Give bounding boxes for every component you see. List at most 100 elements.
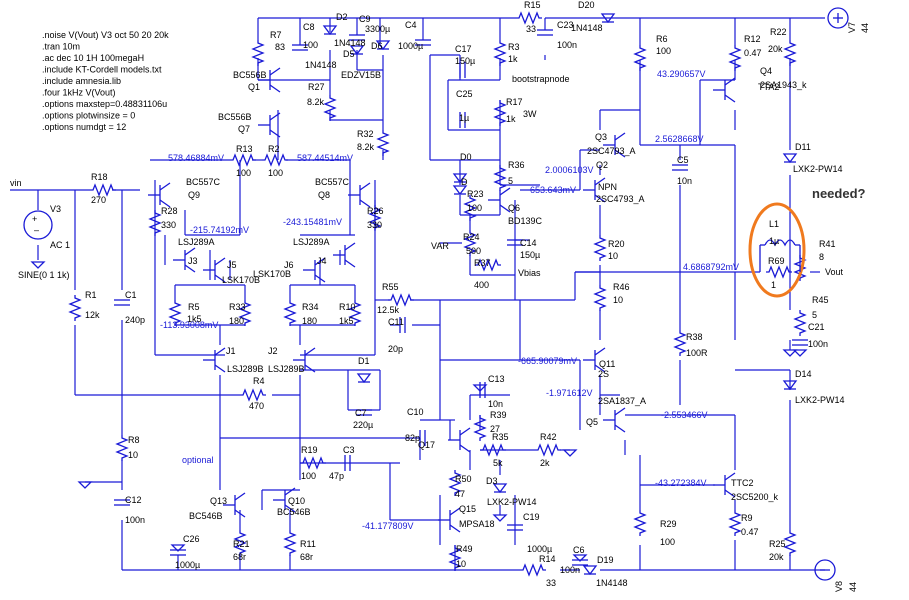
transistor-q8 (348, 182, 371, 208)
transistor-j4 (333, 242, 356, 268)
component-name-c23: C23 (557, 20, 574, 30)
node-voltage-label: 578.46884mV (168, 153, 224, 163)
component-name-r37: R37 (474, 258, 491, 268)
voltage-source-v8 (814, 559, 836, 581)
component-name-q9: Q9 (188, 190, 200, 200)
component-name-c11: C11 (388, 317, 404, 327)
source-value-v8: 44 (848, 582, 858, 592)
component-value-r49: 10 (456, 559, 466, 569)
component-name-r3: R3 (508, 42, 520, 52)
component-name-c26: C26 (183, 534, 200, 544)
directive-line: .tran 10m (42, 42, 80, 52)
component-value-r50: 47 (455, 489, 465, 499)
directive-line: .options numdgt = 12 (42, 122, 126, 132)
component-value-q2: 2SC4793_A (596, 194, 645, 204)
component-value-q10b: 2SC5200_k (731, 492, 779, 502)
component-value-c6v: 100n (560, 565, 580, 575)
component-value-q15: MPSA18 (459, 519, 495, 529)
component-name-r17: R17 (506, 97, 523, 107)
component-name-r45: R45 (812, 295, 829, 305)
component-value-r45: 5 (812, 310, 817, 320)
component-value-c3: 47p (329, 471, 344, 481)
diode-d20 (600, 13, 616, 24)
net-vbias: Vbias (518, 268, 541, 278)
component-value-r15: 33 (526, 24, 536, 34)
resistor-r49 (448, 545, 462, 571)
component-name-r5: R5 (188, 302, 200, 312)
component-value-c13: 10n (488, 399, 503, 409)
component-name-r42: R42 (540, 432, 557, 442)
component-value-r1: 12k (85, 310, 100, 320)
capacitor-c6 (572, 559, 588, 566)
component-name-q5: Q5 (586, 417, 598, 427)
component-name-c8: C8 (303, 22, 315, 32)
diode-d19 (582, 565, 598, 576)
needed-annotation: needed? (812, 186, 866, 201)
diode-d1 (356, 373, 372, 384)
net-vout: Vout (825, 267, 844, 277)
component-value-j1: LSJ289B (227, 364, 264, 374)
component-value-q10: BC546B (277, 507, 311, 517)
component-name-r13: R13 (236, 144, 253, 154)
capacitor-c14 (507, 239, 523, 246)
component-value-r41: 8 (819, 252, 824, 262)
source-name-v3: V3 (50, 204, 61, 214)
component-name-c13: C13 (488, 374, 505, 384)
component-value-r36: 5 (508, 176, 513, 186)
component-value-r5: 1k5 (187, 314, 202, 324)
ac-source-label: AC 1 (50, 240, 70, 250)
resistor-r18 (90, 183, 116, 197)
inductor-l1 (759, 239, 801, 272)
component-value-d14: LXK2-PW14 (795, 395, 845, 405)
component-name-d1: D1 (358, 356, 370, 366)
component-name-r35: R35 (492, 432, 509, 442)
component-value-c26: 1000µ (175, 560, 200, 570)
component-name-j6: J6 (284, 260, 294, 270)
component-name-j4: J4 (317, 256, 327, 266)
component-value-c25: 1µ (459, 113, 469, 123)
component-name-var: VAR (431, 241, 449, 251)
diode-d11 (782, 153, 798, 164)
diodes (322, 13, 798, 576)
component-value-q8: BC557C (315, 177, 350, 187)
component-name-r33: R33 (229, 302, 246, 312)
transistor-q17 (448, 427, 471, 453)
component-name-r15: R15 (524, 0, 541, 10)
transistor-q10b (713, 472, 736, 498)
component-value-r10: 1k5 (339, 316, 354, 326)
r17-power-label: 3W (523, 109, 537, 119)
component-value-r17: 1k (506, 114, 516, 124)
component-name-r28: R28 (161, 206, 178, 216)
component-value-d19: 1N4148 (596, 578, 628, 588)
capacitor-c25 (459, 112, 466, 128)
component-name-d11: D11 (795, 142, 811, 152)
component-value-q4b: TTA2 (758, 82, 779, 92)
transistor-q5 (603, 407, 626, 433)
resistor-r34 (283, 300, 297, 326)
component-value-r3: 1k (508, 54, 518, 64)
ground-icon (562, 449, 578, 457)
component-name-c1: C1 (125, 290, 137, 300)
component-value-r4: 470 (249, 401, 264, 411)
component-name-r14: R14 (539, 554, 556, 564)
component-value-c1: 240p (125, 315, 145, 325)
component-name-c17: C17 (455, 44, 472, 54)
component-value-r8: 10 (128, 450, 138, 460)
component-name-j1: J1 (226, 346, 236, 356)
component-name-r34: R34 (302, 302, 319, 312)
directive-line: .four 1kHz V(Vout) (42, 88, 116, 98)
resistor-r3 (493, 40, 507, 66)
directive-line: .noise V(Vout) V3 oct 50 20 20k (42, 30, 169, 40)
component-name-r22: R22 (770, 27, 787, 37)
component-value-r24: 500 (466, 246, 481, 256)
component-name-r24: R24 (463, 232, 480, 242)
component-name-r4: R4 (253, 376, 265, 386)
2s-label: 2S (598, 369, 609, 379)
node-voltage-label: -41.177809V (362, 521, 414, 531)
ground-icon (77, 481, 93, 489)
component-value-r7: 83 (275, 42, 285, 52)
transistor-q15 (438, 507, 461, 533)
resistor-r46 (593, 285, 607, 311)
